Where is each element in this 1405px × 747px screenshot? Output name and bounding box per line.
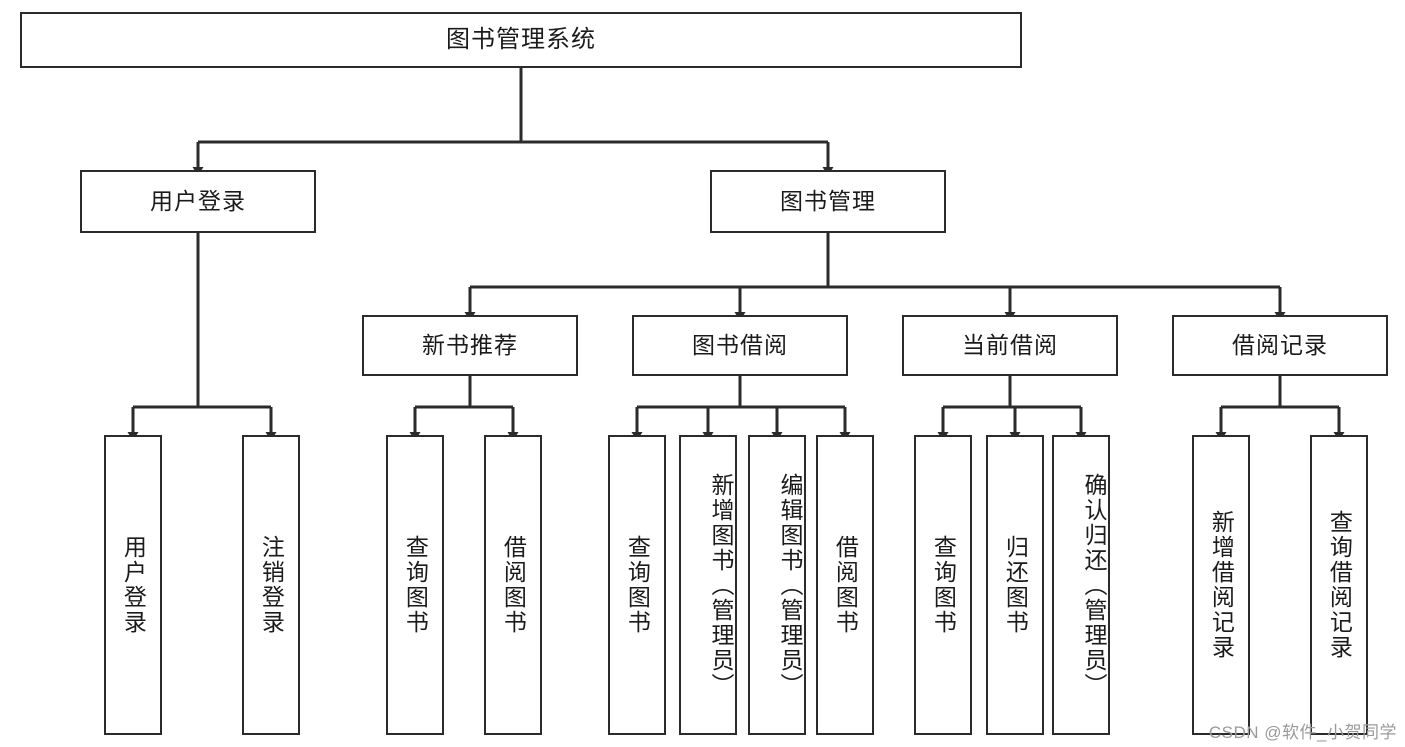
node-current-borrow[interactable]: 当前借阅: [902, 315, 1118, 376]
node-label: 借阅记录: [1232, 331, 1328, 358]
node-root-system[interactable]: 图书管理系统: [20, 12, 1022, 68]
node-label: 查询图书: [930, 535, 957, 635]
node-label: 借阅图书: [500, 535, 527, 635]
node-leaf-query-book-rec[interactable]: 查询图书: [386, 435, 444, 735]
node-label: 图书借阅: [692, 331, 788, 358]
node-leaf-logout[interactable]: 注销登录: [242, 435, 300, 735]
node-leaf-add-book-admin[interactable]: 新增图书（管理员）: [679, 435, 737, 735]
node-leaf-borrow-book[interactable]: 借阅图书: [816, 435, 874, 735]
node-label: 图书管理系统: [446, 25, 596, 53]
node-user-login[interactable]: 用户登录: [80, 170, 316, 233]
node-leaf-return-book[interactable]: 归还图书: [986, 435, 1044, 735]
node-leaf-query-book-current[interactable]: 查询图书: [914, 435, 972, 735]
node-label: 归还图书: [1002, 535, 1029, 635]
node-label: 当前借阅: [962, 331, 1058, 358]
node-label: 查询借阅记录: [1326, 510, 1353, 660]
node-label: 新增图书（管理员）: [708, 472, 734, 698]
node-label: 图书管理: [780, 187, 876, 214]
node-book-borrow[interactable]: 图书借阅: [632, 315, 848, 376]
node-borrow-record[interactable]: 借阅记录: [1172, 315, 1388, 376]
watermark-text: CSDN @软件_小贺同学: [1208, 723, 1397, 742]
node-leaf-edit-book-admin[interactable]: 编辑图书（管理员）: [748, 435, 806, 735]
node-new-book-recommend[interactable]: 新书推荐: [362, 315, 578, 376]
node-label: 查询图书: [624, 535, 651, 635]
node-label: 用户登录: [150, 187, 246, 214]
node-label: 编辑图书（管理员）: [777, 472, 803, 698]
node-label: 用户登录: [120, 535, 147, 635]
node-label: 查询图书: [402, 535, 429, 635]
node-label: 新增借阅记录: [1208, 510, 1235, 660]
node-leaf-add-borrow-record[interactable]: 新增借阅记录: [1192, 435, 1250, 735]
node-leaf-query-borrow-record[interactable]: 查询借阅记录: [1310, 435, 1368, 735]
node-leaf-user-login[interactable]: 用户登录: [104, 435, 162, 735]
node-label: 借阅图书: [832, 535, 859, 635]
node-leaf-borrow-book-rec[interactable]: 借阅图书: [484, 435, 542, 735]
node-book-management[interactable]: 图书管理: [710, 170, 946, 233]
node-label: 注销登录: [258, 535, 285, 635]
node-leaf-confirm-return-admin[interactable]: 确认归还（管理员）: [1052, 435, 1110, 735]
node-leaf-query-book-borrow[interactable]: 查询图书: [608, 435, 666, 735]
node-label: 确认归还（管理员）: [1081, 472, 1107, 698]
node-label: 新书推荐: [422, 331, 518, 358]
